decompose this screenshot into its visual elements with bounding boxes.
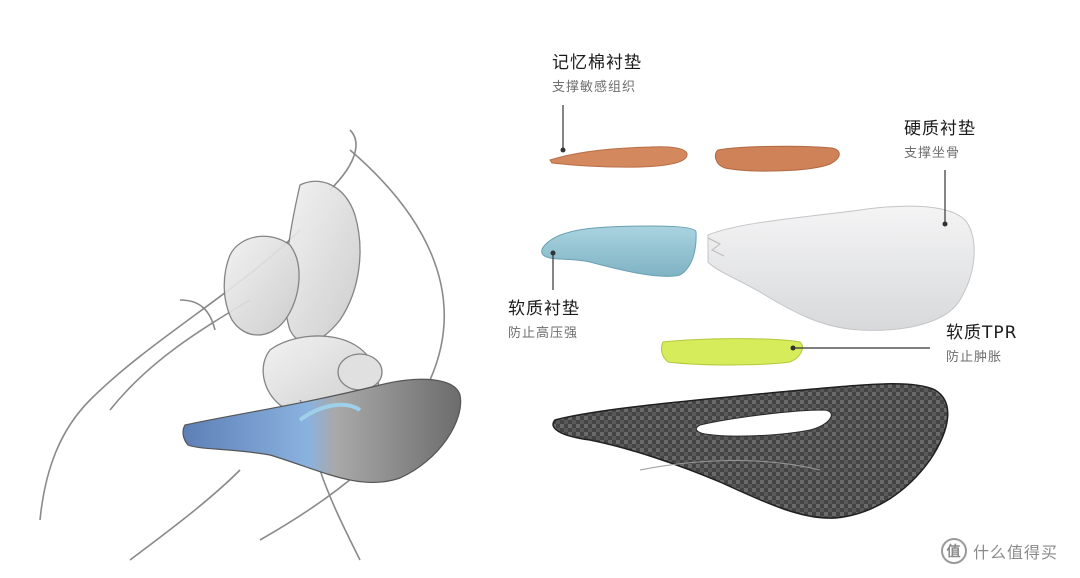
label-memory-foam: 记忆棉衬垫 支撑敏感组织 — [552, 52, 642, 98]
memory-foam-pad-front — [549, 146, 688, 168]
watermark-text: 什么值得买 — [972, 543, 1058, 562]
label-memory-foam-subtitle: 支撑敏感组织 — [552, 80, 637, 95]
soft-tpr-pad — [660, 338, 803, 366]
label-memory-foam-title: 记忆棉衬垫 — [552, 53, 642, 73]
label-hard-pad-subtitle: 支撑坐骨 — [904, 146, 961, 161]
label-soft-pad: 软质衬垫 防止高压强 — [508, 298, 580, 344]
pelvis-on-saddle-illustration — [39, 129, 462, 561]
label-hard-pad-title: 硬质衬垫 — [904, 119, 976, 139]
watermark-logo-icon: 值 — [940, 538, 967, 564]
soft-pad — [541, 225, 697, 277]
label-soft-pad-title: 软质衬垫 — [508, 299, 580, 319]
pelvis-bone — [223, 180, 383, 427]
carbon-shell-cutout — [695, 409, 832, 437]
hard-pad — [707, 205, 975, 331]
memory-foam-pad-rear — [714, 145, 840, 172]
label-soft-tpr-subtitle: 防止肿胀 — [946, 350, 1003, 365]
label-soft-pad-subtitle: 防止高压强 — [508, 326, 579, 341]
saddle-left-view — [182, 378, 462, 484]
exploded-saddle-diagram — [541, 105, 975, 519]
watermark: 值 什么值得买 — [940, 538, 1058, 564]
label-soft-tpr-title: 软质TPR — [946, 323, 1018, 343]
label-hard-pad: 硬质衬垫 支撑坐骨 — [904, 118, 976, 164]
carbon-shell — [552, 383, 949, 519]
label-soft-tpr: 软质TPR 防止肿胀 — [946, 322, 1017, 368]
